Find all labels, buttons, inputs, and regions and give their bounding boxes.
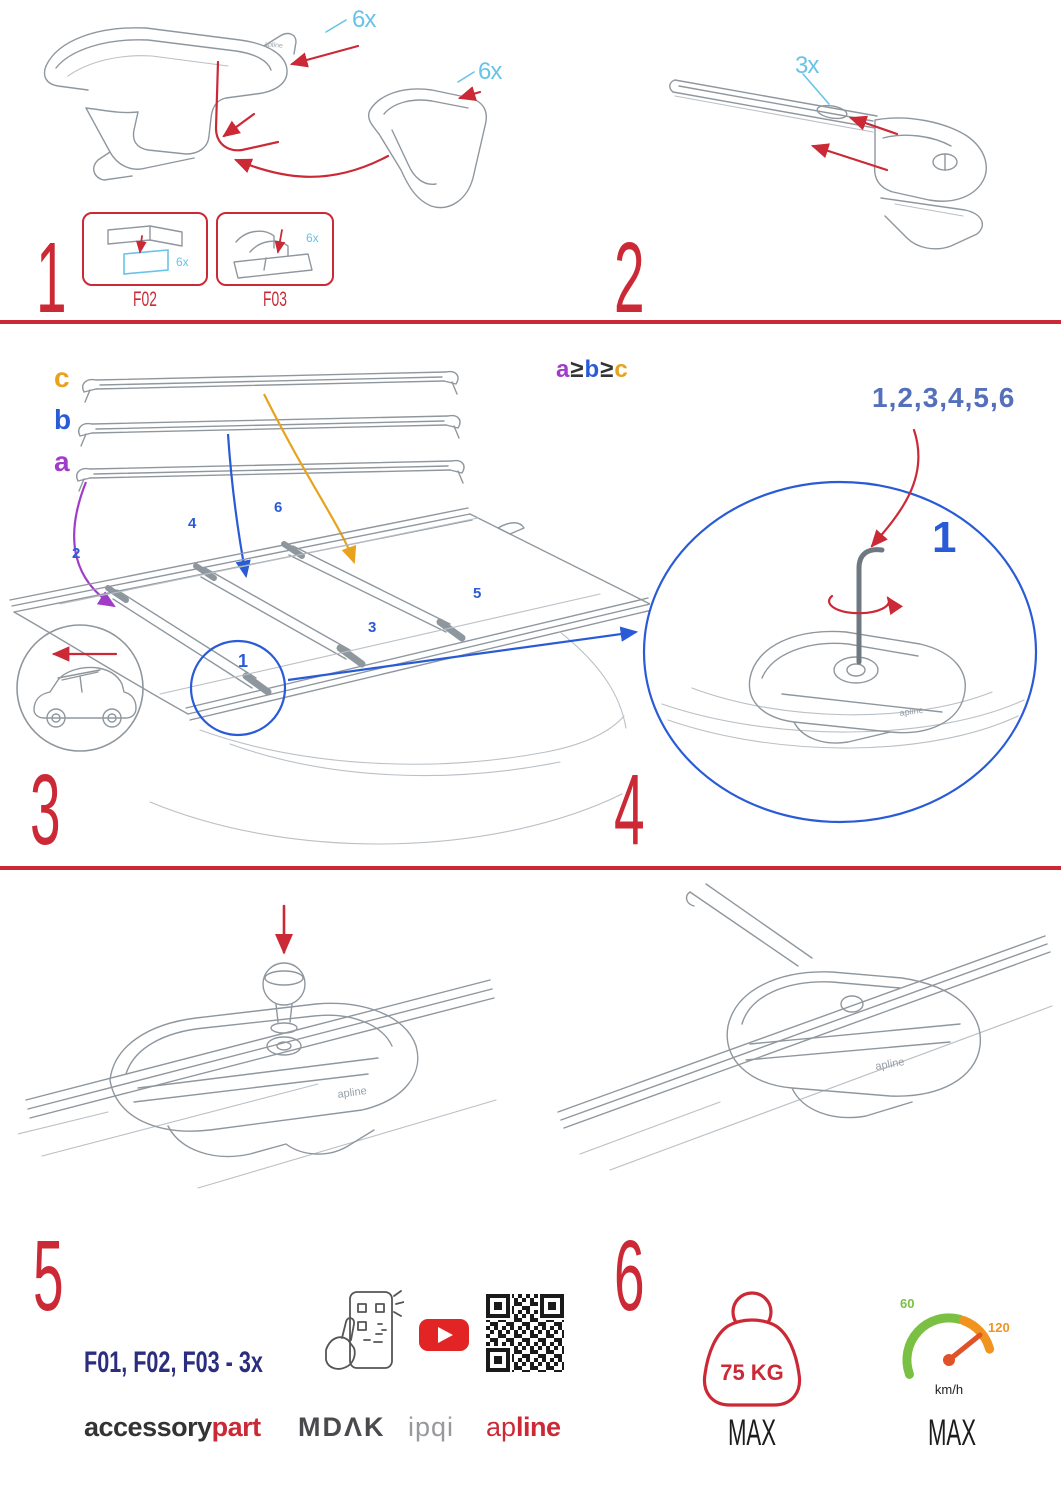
part-box-f03: 6x [216,212,334,286]
section-divider-top [0,320,1061,324]
qty-in-box-f03: 6x [306,231,319,245]
accessorypart-logo-accessory: accessory [84,1412,212,1442]
section-divider-bottom [0,866,1061,870]
car-direction-inset [16,624,144,752]
step-5-number: 5 [33,1220,64,1332]
step-2-number: 2 [614,222,645,334]
youtube-icon [419,1319,469,1351]
brand-on-foot: apline [337,1085,368,1101]
ipqi-logo: ipqi [408,1412,455,1442]
step1-foot-cover-illustration: apline [43,19,488,209]
step3-roof-layout-illustration [9,370,650,845]
formula-c: c [614,356,629,383]
speed-low-label: 60 [900,1296,914,1311]
brand-on-foot: apline [264,41,283,50]
apline-logo: apline [486,1414,561,1441]
accessorypart-logo-part: part [211,1412,262,1442]
max-speed-label: MAX [927,1412,977,1453]
position-5: 5 [473,585,482,602]
tighten-sequence-label: 1,2,3,4,5,6 [872,382,1016,413]
kit-codes-label: F01, F02, F03 - 3x [84,1346,263,1379]
max-weight-icon: 75 KG [702,1291,802,1407]
position-6: 6 [274,499,283,516]
formula-a: a [556,356,571,383]
part-code-f02: F02 [133,288,157,311]
step-6-number: 6 [614,1220,645,1332]
qty-label-covers-top: 6x [352,6,376,33]
phone-qr-scan-icon [325,1290,404,1370]
step6-mounted-foot-illustration: apline [557,883,1053,1171]
position-3: 3 [368,619,377,636]
position-1: 1 [238,651,249,671]
part-code-f03: F03 [263,288,287,311]
qty-in-box-f02: 6x [176,255,189,269]
speed-high-label: 120 [988,1320,1010,1335]
step-4-number: 4 [614,754,645,866]
formula-gte-1: ≥ [570,356,585,383]
formula-gte-2: ≥ [600,356,615,383]
mdak-logo: MDΛK [298,1412,386,1442]
step4-tightening-detail-illustration: apline [642,428,1038,824]
part-box-f02: 6x [82,212,208,286]
brand-on-foot: apline [874,1056,905,1073]
step-1-number: 1 [36,222,67,334]
formula-b: b [584,356,601,383]
max-weight-value: 75 KG [720,1360,784,1385]
apline-logo-line: line [516,1412,561,1442]
qty-label-covers-side: 6x [478,58,502,85]
speed-unit-label: km/h [935,1382,963,1397]
qr-code [486,1294,564,1372]
step-3-number: 3 [30,754,61,866]
f02-part-thumbnail: 6x [107,225,189,275]
length-order-formula: a≥b≥c [556,356,629,384]
apline-logo-ap: ap [486,1412,517,1442]
position-4: 4 [188,515,197,532]
max-weight-label: MAX [727,1412,777,1453]
position-2: 2 [72,545,81,562]
f03-part-thumbnail: 6x [233,229,319,279]
step2-crossbar-illustration [669,73,987,250]
bar-label-b: b [54,404,72,435]
brand-on-foot: apline [899,705,924,718]
step5-knob-press-illustration: apline [18,904,497,1189]
bar-label-a: a [54,446,70,477]
accessorypart-logo: accessorypart [84,1414,261,1441]
max-speed-icon: 60 120 km/h [900,1296,1010,1397]
bar-label-c: c [54,362,70,393]
qty-label-bolts: 3x [795,52,819,79]
sequence-start-number: 1 [932,513,957,562]
